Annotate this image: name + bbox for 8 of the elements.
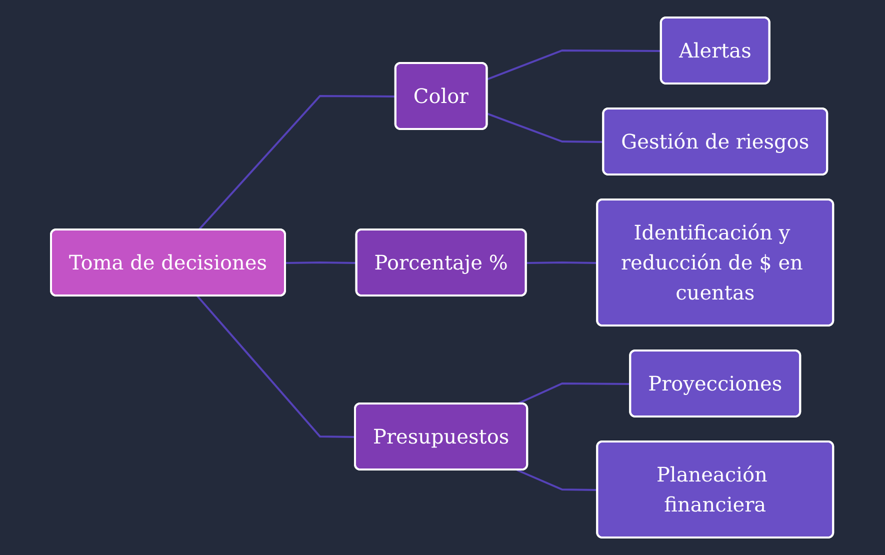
connector (516, 469, 598, 491)
connector (198, 95, 396, 231)
connector (516, 382, 632, 405)
connector (197, 295, 356, 438)
connector (286, 262, 358, 264)
connector (487, 50, 662, 80)
connector (487, 112, 604, 143)
connector (526, 262, 598, 264)
